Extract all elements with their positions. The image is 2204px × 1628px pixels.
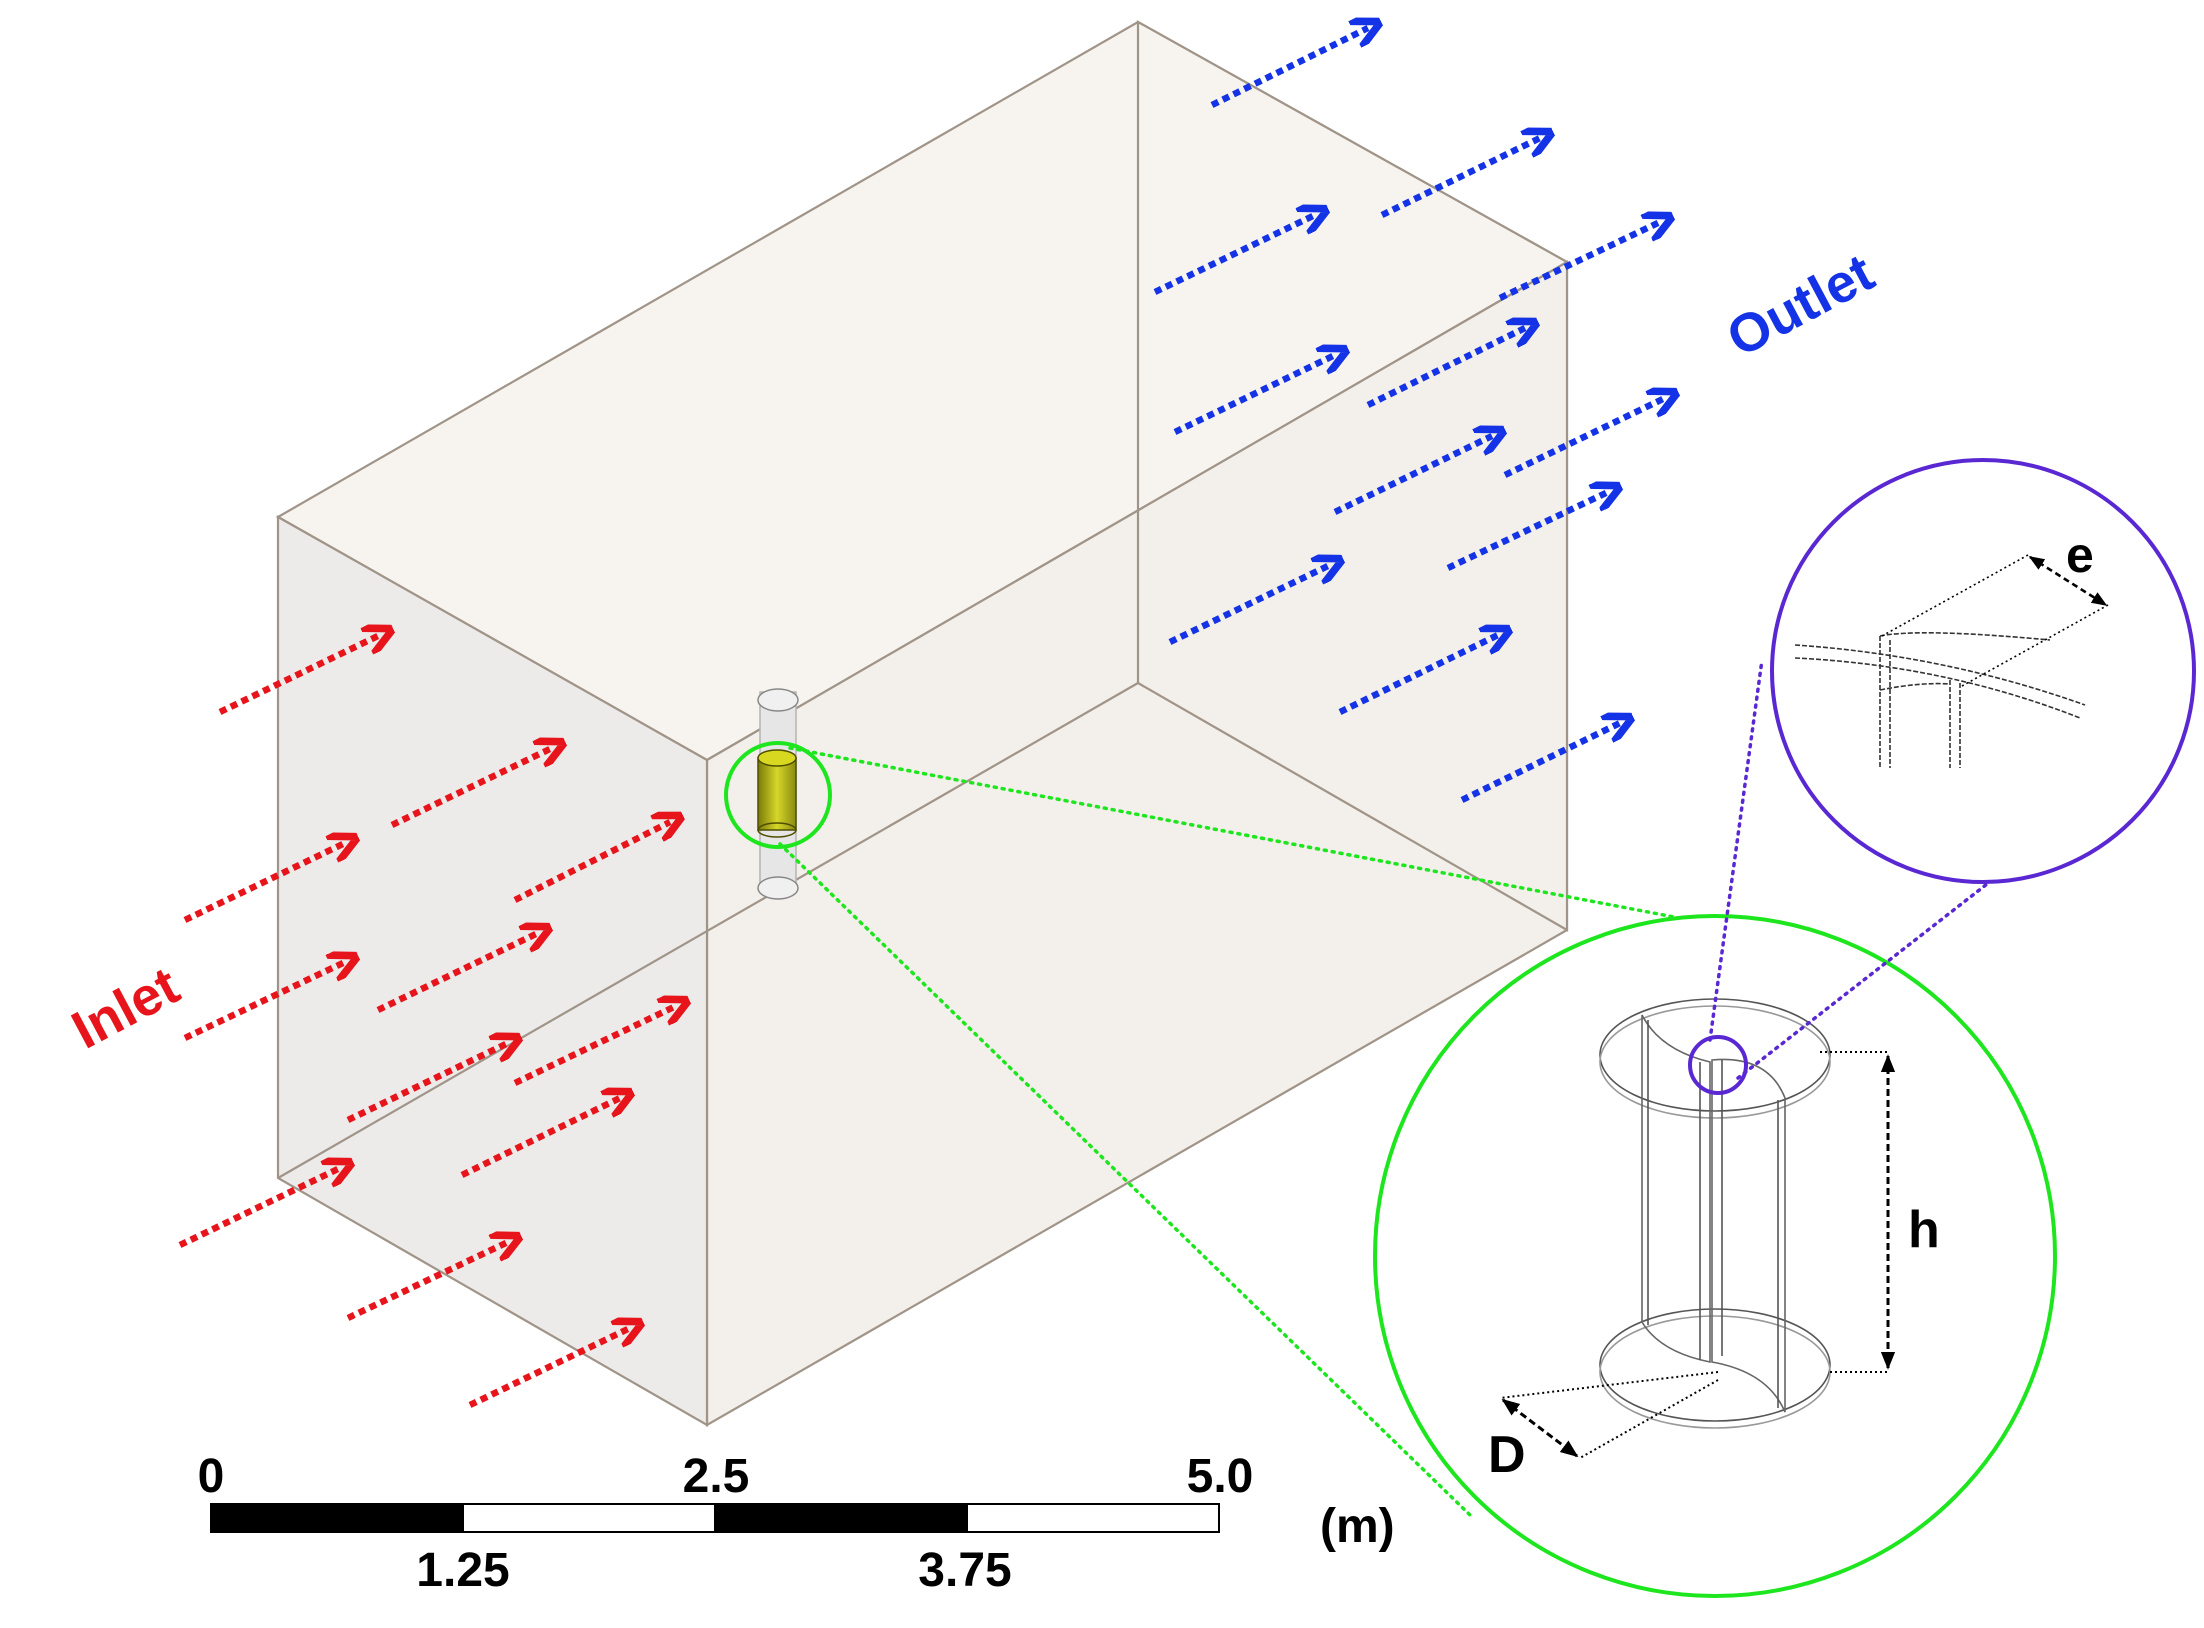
inlet-arrow: [218, 635, 380, 715]
inlet-arrow: [460, 1098, 620, 1178]
height-label-h: h: [1908, 1201, 1940, 1259]
inlet-arrow: [183, 843, 345, 923]
turbine-bottom-disk: [757, 876, 799, 900]
turbine-cylinder: [757, 757, 797, 831]
outlet-arrows: [1153, 28, 1665, 803]
gap-label-e: e: [2066, 527, 2094, 583]
D-extension-line: [1499, 1371, 1719, 1399]
zoom-connector-line: [788, 746, 1718, 927]
height-dimension: [1820, 1051, 1896, 1373]
inlet-arrows: [178, 635, 676, 1408]
inlet-arrow: [376, 933, 538, 1013]
rotor-bottom-endplate: [1599, 1308, 1831, 1422]
outlet-label: Outlet: [1717, 242, 1883, 368]
inlet-arrow: [346, 1043, 508, 1123]
turbine-cylinder-top: [757, 749, 797, 767]
blade-edge-curve: [1879, 632, 2051, 641]
inlet-arrow: [468, 1328, 630, 1408]
detail-connectors: [1708, 658, 2007, 1080]
D-extension-line: [1579, 1379, 1719, 1459]
scale-tick-label: 5.0: [1187, 1450, 1254, 1503]
turbine-highlight-circle: [724, 741, 832, 849]
outlet-arrow: [1498, 222, 1660, 301]
inlet-arrow: [513, 822, 670, 903]
inlet-arrow: [346, 1242, 508, 1321]
scale-bar: [210, 1503, 1220, 1533]
endplate-edge-curve: [1794, 657, 2081, 719]
detail-connector-line: [1708, 658, 1764, 1042]
outlet-arrow: [1173, 355, 1335, 435]
inlet-label: Inlet: [62, 955, 188, 1060]
domain-hidden-edge: [277, 682, 1139, 1179]
inlet-arrow: [178, 1168, 340, 1248]
e-dimension-arrow: [2028, 555, 2108, 607]
outlet-arrow: [1338, 635, 1498, 715]
scale-segment: [210, 1503, 464, 1533]
blade-gap-sketch: [1794, 632, 2086, 768]
blade-gap-highlight-circle: [1688, 1035, 1748, 1095]
gap-dimension: [1881, 554, 2109, 687]
scale-tick-label: 0: [198, 1450, 225, 1503]
outlet-arrow: [1168, 565, 1330, 645]
outlet-arrow: [1366, 328, 1525, 408]
D-dimension-arrow: [1501, 1398, 1579, 1458]
rotor-blade: [1641, 1014, 1711, 1363]
blade-gap-detail-view: [1770, 458, 2196, 884]
detail-connector-line: [1736, 868, 2007, 1080]
blade-gap-zoom-circle: [1770, 458, 2196, 884]
outlet-arrow: [1503, 398, 1665, 478]
outlet-arrow: [1460, 723, 1620, 803]
scale-segment: [714, 1503, 968, 1533]
turbine-top-disk: [757, 688, 799, 712]
endplate-edge-curve: [1879, 682, 1951, 691]
inlet-arrow: [513, 1006, 676, 1086]
scale-tick-label: 2.5: [683, 1450, 750, 1503]
scale-segment: [462, 1503, 716, 1533]
outlet-arrow: [1380, 138, 1540, 218]
outlet-arrow: [1153, 215, 1315, 295]
turbine-detail-view: [1373, 914, 2057, 1598]
scale-tick-label: 1.25: [416, 1544, 509, 1597]
turbine-cylinder-bottom: [757, 822, 797, 838]
scale-segment: [966, 1503, 1220, 1533]
diameter-label-D: D: [1488, 1426, 1526, 1484]
zoom-connector-line: [778, 842, 1472, 1517]
zoom-connectors: [778, 746, 1718, 1517]
inlet-arrow: [183, 962, 345, 1041]
outlet-arrow: [1210, 28, 1368, 108]
outlet-arrow: [1446, 492, 1608, 571]
scale-tick-label: 3.75: [918, 1544, 1011, 1597]
turbine-zoom-circle: [1373, 914, 2057, 1598]
endplate-edge-curve: [1794, 644, 2086, 706]
domain-hidden-edge: [1137, 682, 1568, 931]
scale-unit-label: (m): [1320, 1500, 1395, 1553]
inlet-arrow: [390, 748, 552, 828]
domain-inlet-face: [276, 515, 709, 1427]
domain-box: [275, 20, 1570, 1427]
turbine-location: [724, 688, 832, 900]
outlet-arrow: [1333, 436, 1492, 515]
diameter-dimension: [1499, 1371, 1719, 1459]
